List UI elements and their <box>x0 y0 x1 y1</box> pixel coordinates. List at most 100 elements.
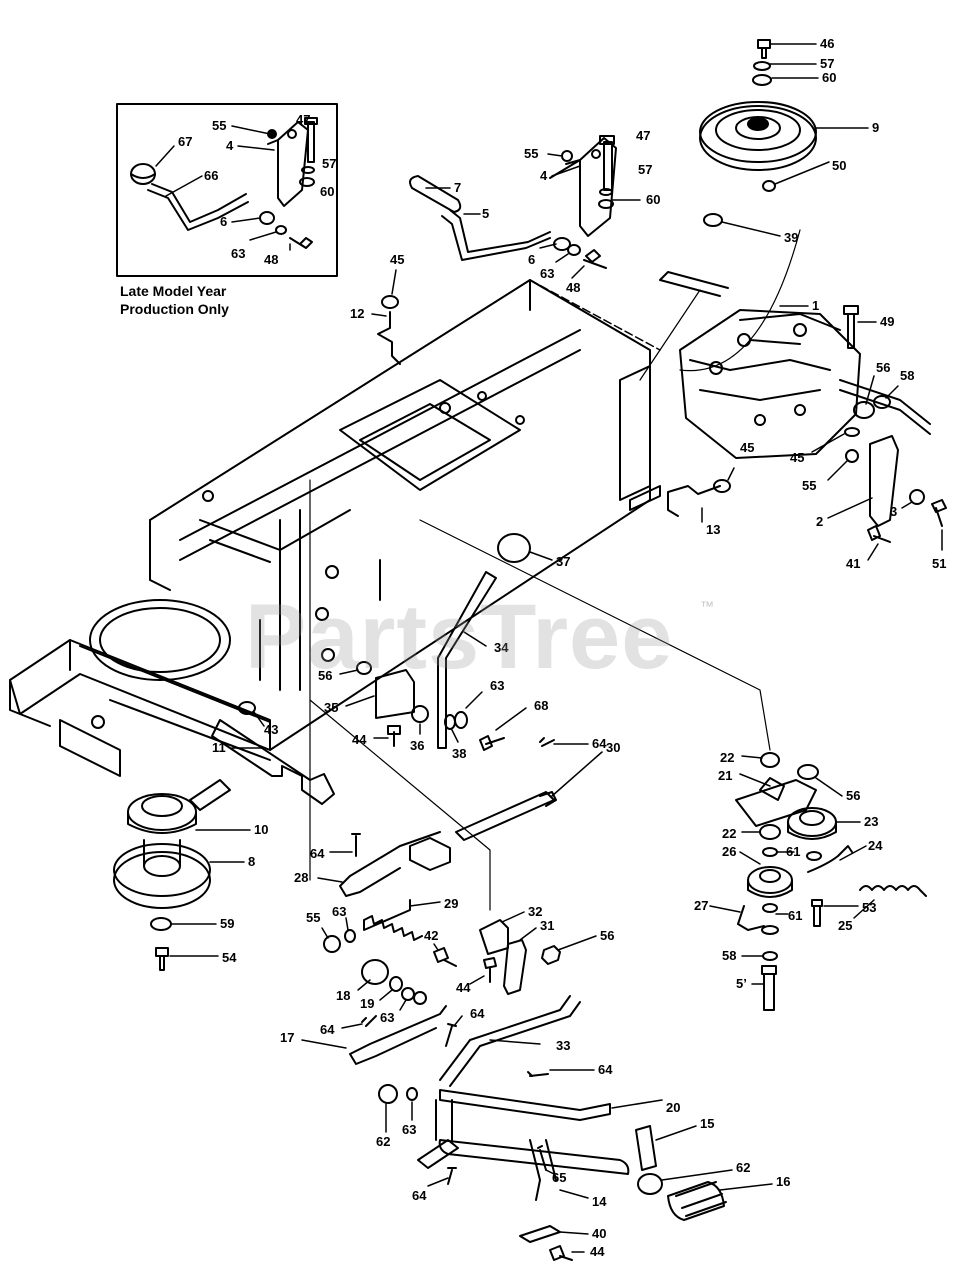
leader-4a <box>237 145 275 151</box>
callout-53: 53 <box>862 900 876 915</box>
callout-22a: 22 <box>720 750 734 765</box>
nut-56c <box>797 764 819 780</box>
cable-pulley <box>639 229 801 381</box>
leader-37 <box>529 551 553 561</box>
washer-61c <box>762 903 778 913</box>
callout-8: 8 <box>248 854 255 869</box>
inset-washer-63 <box>275 225 287 235</box>
callout-20: 20 <box>666 1100 680 1115</box>
washer-45b <box>844 427 860 437</box>
callout-64a: 64 <box>592 736 607 751</box>
callout-57c: 57 <box>638 162 652 177</box>
leader-34 <box>463 631 487 647</box>
leader-56c <box>815 777 843 797</box>
nut-56d <box>541 945 561 965</box>
callout-34: 34 <box>494 640 509 655</box>
leader-6b <box>539 243 557 249</box>
nut-45a <box>381 295 399 309</box>
callout-44c: 44 <box>590 1244 605 1259</box>
callout-4a: 4 <box>226 138 234 153</box>
leader-55b <box>547 153 563 157</box>
washer-57 <box>753 61 771 71</box>
knob-18 <box>361 959 389 985</box>
callout-26: 26 <box>722 844 736 859</box>
bolt-49 <box>843 305 859 349</box>
callout-64c: 64 <box>320 1022 335 1037</box>
callout-58b: 58 <box>722 948 736 963</box>
callout-64e: 64 <box>598 1062 613 1077</box>
leader-29 <box>409 901 441 907</box>
bracket-11 <box>211 719 335 805</box>
callout-41: 41 <box>846 556 860 571</box>
bolt-44a <box>387 725 401 747</box>
leader-63c <box>465 691 483 709</box>
leader-45c <box>727 467 735 481</box>
callout-60b: 60 <box>320 184 334 199</box>
leader-66 <box>165 175 203 197</box>
callout-63d: 63 <box>332 904 346 919</box>
leader-24 <box>839 845 867 861</box>
callout-63c: 63 <box>490 678 504 693</box>
pulley-10 <box>127 779 231 834</box>
callout-60a: 60 <box>822 70 836 85</box>
leader-63a <box>249 231 277 241</box>
callout-61b: 61 <box>788 908 802 923</box>
callout-49: 49 <box>880 314 894 329</box>
bracket-rod-28 <box>409 837 451 871</box>
callout-68: 68 <box>534 698 548 713</box>
callout-37: 37 <box>556 554 570 569</box>
callout-63e: 63 <box>380 1010 394 1025</box>
bolt-68 <box>479 735 505 751</box>
spacer-3 <box>909 489 925 505</box>
cable-right <box>419 519 771 751</box>
callout-40: 40 <box>592 1226 606 1241</box>
callout-21: 21 <box>718 768 732 783</box>
callout-42: 42 <box>424 928 438 943</box>
leader-50 <box>774 161 830 185</box>
lever-34 <box>437 571 497 749</box>
inset-caption-line1: Late Model Year <box>120 283 227 299</box>
callout-32: 32 <box>528 904 542 919</box>
nut-43 <box>238 701 256 715</box>
idler-bracket-21 <box>735 777 817 827</box>
leader-30 <box>551 751 603 797</box>
callout-55c: 55 <box>802 478 816 493</box>
bolt-54 <box>155 947 169 971</box>
leader-56a <box>865 375 875 405</box>
callout-51b: 5’ <box>736 976 747 991</box>
washer-59 <box>150 917 172 931</box>
callout-19: 19 <box>360 996 374 1011</box>
pulley-8 <box>113 839 211 909</box>
callout-64d: 64 <box>470 1006 485 1021</box>
washer-62a <box>378 1084 398 1104</box>
callout-31: 31 <box>540 918 554 933</box>
callout-2: 2 <box>816 514 823 529</box>
pulley-23 <box>787 807 837 840</box>
callout-62a: 62 <box>376 1134 390 1149</box>
leader-16 <box>719 1183 773 1191</box>
bolt-42 <box>433 947 457 967</box>
callout-59: 59 <box>220 916 234 931</box>
leader-19 <box>379 989 393 1001</box>
bolt-44c <box>549 1245 573 1261</box>
bolt-53 <box>811 899 823 927</box>
leader-56b <box>339 669 359 675</box>
callout-10: 10 <box>254 822 268 837</box>
washer-57b <box>599 188 613 196</box>
callout-63f: 63 <box>402 1122 416 1137</box>
callout-66: 66 <box>204 168 218 183</box>
leader-64c <box>341 1023 363 1029</box>
spring-25 <box>859 885 927 897</box>
inset-caption: Late Model Year Production Only <box>120 282 229 318</box>
pin-64e <box>527 1071 549 1077</box>
pin-64f <box>447 1167 457 1185</box>
callout-57b: 57 <box>322 156 336 171</box>
callout-64b: 64 <box>310 846 325 861</box>
bolt-41 <box>867 525 891 543</box>
washer-61d <box>761 925 779 935</box>
leader-12 <box>371 313 387 317</box>
leader-67 <box>155 145 175 167</box>
callout-12: 12 <box>350 306 364 321</box>
lever-5 <box>441 209 551 261</box>
callout-27: 27 <box>694 898 708 913</box>
